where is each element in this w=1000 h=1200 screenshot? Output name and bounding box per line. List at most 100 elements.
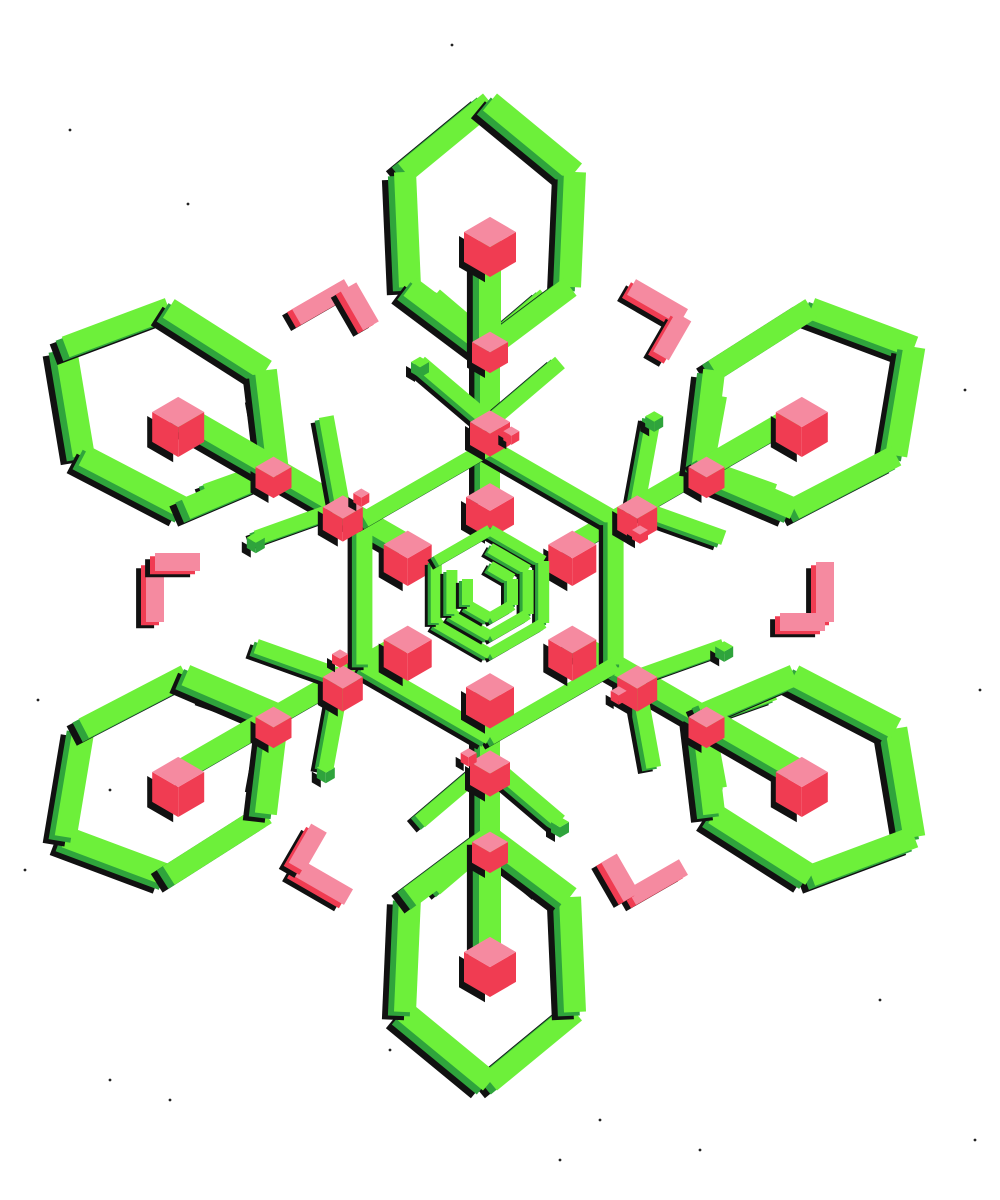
lattice-node-8-right-face — [706, 467, 725, 499]
lattice-node-3-left-face — [472, 342, 490, 374]
lattice-node-24-right-face — [325, 767, 335, 784]
ink-specks — [23, 43, 982, 1162]
center-spiral-ring-1-seg-5 — [430, 561, 442, 623]
outer-cube-5-edge-6 — [181, 665, 283, 725]
ring-link-3 — [486, 657, 620, 744]
lattice-node-26-right-face — [407, 544, 432, 586]
lattice-node-21-right-face — [407, 639, 432, 681]
outer-cube-4-core-top-face — [464, 936, 516, 968]
corner-bracket-5-side — [155, 553, 200, 571]
lattice-node-13-right-face — [706, 717, 725, 749]
ink-speck-7 — [698, 1148, 702, 1152]
branch-6-1-right — [318, 415, 351, 509]
outer-cube-3-edge-1 — [885, 726, 926, 839]
outer-cube-3-edge-5 — [697, 665, 799, 725]
corner-bracket-4 — [278, 823, 353, 912]
outer-cube-2-edge-5 — [691, 368, 726, 471]
center-spiral-ring-3-seg-5 — [462, 579, 473, 605]
ring-link-1 — [486, 440, 620, 527]
lattice-node-21-top-face — [383, 625, 432, 654]
outer-cube-5-edge-3 — [162, 804, 272, 885]
lattice-node-13-top-face — [688, 706, 725, 728]
outer-cube-2-edge-4 — [789, 445, 902, 519]
lattice-node-25-top-face — [332, 649, 348, 659]
lattice-node-28-top-face — [255, 456, 292, 478]
lattice-node-10-left-face — [632, 530, 640, 544]
branch-5-1-right — [253, 639, 346, 685]
outer-cube-2-edge-1 — [807, 298, 919, 358]
ring-link-6 — [360, 440, 494, 527]
ink-speck-4 — [108, 1078, 112, 1082]
center-spiral-ring-2-seg-3 — [487, 609, 531, 641]
lattice-node-17-right-face — [490, 762, 510, 797]
outer-cube-5 — [42, 665, 289, 894]
lattice-node-2-left-face — [470, 422, 490, 457]
corner-bracket-5 — [136, 553, 200, 629]
center-spiral-ring-1-seg-2 — [538, 561, 550, 623]
outer-cube-6-edge-3 — [78, 445, 191, 519]
ink-speck-13 — [108, 788, 112, 792]
ink-speck-14 — [978, 688, 982, 692]
lattice-node-2-top-face — [470, 410, 510, 434]
lattice-nodes — [241, 331, 734, 878]
lattice-node-6-left-face — [548, 544, 573, 586]
corner-bracket-6-top — [292, 279, 353, 325]
lattice-node-5-top-face — [503, 426, 520, 436]
lattice-node-30-right-face — [361, 493, 370, 507]
lattice-node-5-right-face — [511, 431, 520, 445]
lattice-node-4-right-face — [420, 362, 429, 378]
outer-cube-5-edge-2 — [54, 726, 95, 839]
ink-speck-0 — [68, 128, 72, 132]
branch-6-1-left — [253, 499, 346, 545]
ink-speck-8 — [963, 388, 967, 392]
lattice-node-27-left-face — [322, 507, 343, 542]
outer-cube-6-edge-1 — [54, 345, 95, 458]
lattice-node-15-right-face — [618, 690, 627, 705]
lattice-node-22-left-face — [322, 677, 343, 712]
outer-cube-3-edge-2 — [807, 826, 919, 886]
lattice-node-4-top-face — [411, 356, 429, 368]
outer-cube-1-core-top-face — [464, 216, 516, 248]
outer-cube-6-edge-4 — [162, 299, 272, 380]
outer-cube-5-core-left-face — [152, 772, 179, 817]
lattice-node-24-left-face — [316, 767, 326, 784]
center-spiral-ring-2-seg-2 — [522, 570, 534, 614]
outer-cube-1 — [381, 93, 586, 364]
center-spiral-ring-1-seg-4 — [433, 618, 493, 659]
lattice-node-14-right-face — [724, 646, 734, 662]
lattice-node-19-left-face — [551, 822, 560, 838]
outer-cube-2-core-top-face — [775, 396, 828, 428]
ink-speck-1 — [186, 202, 190, 206]
lattice-node-29-top-face — [246, 532, 265, 543]
corner-bracket-4-side — [288, 823, 327, 872]
center-spiral-ring-3-seg-1 — [487, 561, 516, 584]
lattice-node-23-left-face — [255, 717, 274, 749]
outer-cube-5-core-top-face — [152, 756, 205, 788]
corner-bracket-3-top — [627, 859, 688, 905]
branch-1-1-right — [485, 356, 565, 428]
outer-cube-1-core-right-face — [490, 232, 516, 277]
ink-speck-9 — [878, 998, 882, 1002]
outer-cube-6-edge-6 — [254, 368, 289, 471]
outer-cube-1-edge-3 — [394, 171, 421, 288]
ink-speck-11 — [558, 1158, 562, 1162]
lattice-node-11-right-face — [572, 639, 597, 681]
corner-bracket-2-top — [816, 562, 834, 622]
corner-bracket-6 — [282, 279, 379, 337]
lattice-node-9-top-face — [645, 411, 664, 422]
lattice-node-25-right-face — [340, 654, 348, 668]
lattice-node-18-right-face — [490, 842, 508, 874]
lattice-node-3-top-face — [472, 331, 508, 353]
lattice-node-30-left-face — [353, 493, 362, 507]
lattice-node-27-right-face — [342, 507, 363, 542]
ink-speck-6 — [973, 1138, 977, 1142]
center-spiral-ring-3-seg-3 — [487, 600, 516, 623]
lattice-node-10-right-face — [640, 530, 648, 544]
lattice-node-27-top-face — [322, 495, 363, 519]
lattice-node-9-right-face — [654, 416, 664, 432]
corner-bracket-1-top — [627, 279, 688, 325]
center-spiral-ring-2-seg-5 — [446, 570, 458, 614]
corner-bracket-3 — [591, 853, 688, 912]
lattice-node-15-left-face — [610, 690, 619, 705]
outer-cube-3 — [679, 665, 926, 894]
